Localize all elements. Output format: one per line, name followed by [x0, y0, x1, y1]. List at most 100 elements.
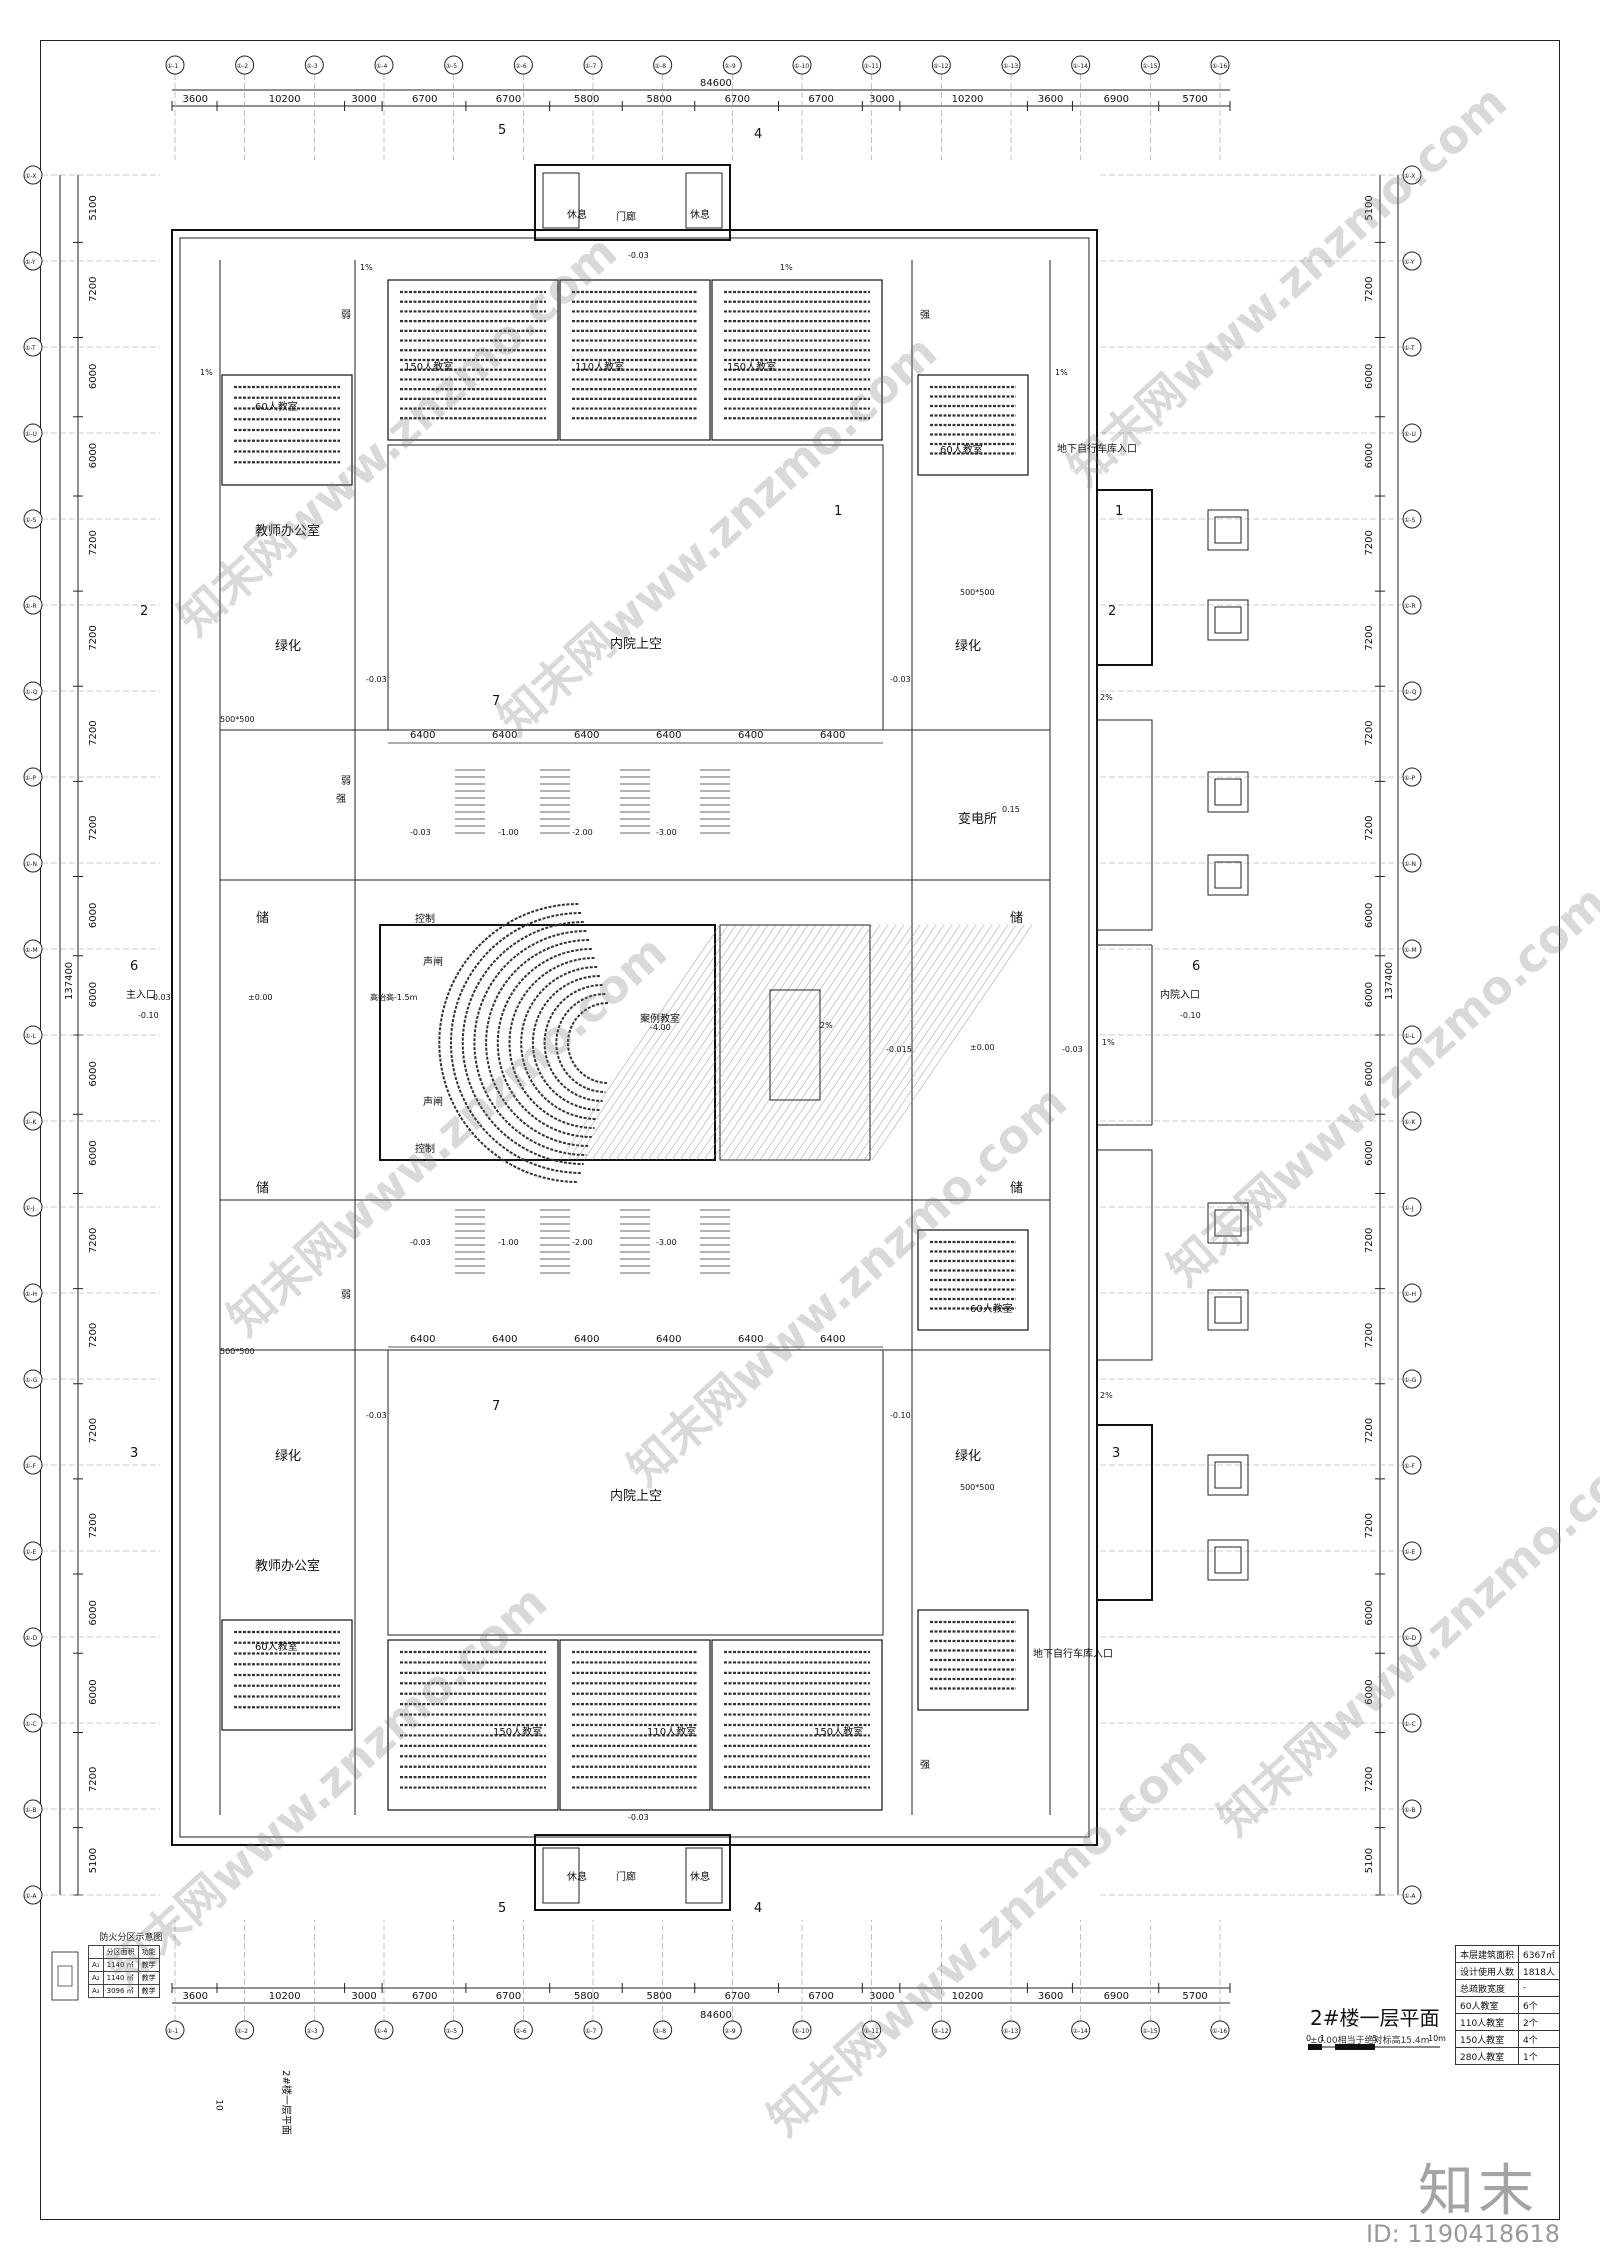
- grid-label: ①-G: [25, 1377, 38, 1384]
- vdim-seg-6: 7200: [88, 720, 99, 745]
- vdim-seg-8: 6000: [88, 903, 99, 928]
- dim-seg-9: 3000: [869, 1991, 894, 2002]
- total-width-top: 84600: [700, 78, 732, 89]
- dim-seg-12: 6900: [1104, 94, 1129, 105]
- sheet-border: [40, 40, 1560, 2220]
- courtyard-void-n: 内院上空: [610, 636, 662, 652]
- stats-label: 60人教室: [1454, 1996, 1520, 2014]
- grid-label: ①-B: [1404, 1807, 1415, 1814]
- vdim-seg-17: 6000: [1364, 1679, 1375, 1704]
- control-n: 控制: [415, 912, 435, 925]
- grid-bubble: [1001, 55, 1021, 75]
- grid-bubble: [1071, 55, 1091, 75]
- grid-bubble: [444, 55, 464, 75]
- substation-level: 0.15: [1002, 805, 1020, 814]
- court-dim-4: 6400: [738, 1334, 763, 1345]
- storage-nw: 储: [256, 911, 269, 926]
- classroom-110-s: 110人教室: [647, 1725, 696, 1738]
- vdim-seg-15: 7200: [1364, 1513, 1375, 1538]
- section-mark-6b: 6: [1192, 959, 1200, 974]
- grid-bubble: [23, 423, 43, 443]
- greening-nw: 绿化: [275, 639, 301, 654]
- level-w-green-s: -0.03: [366, 1411, 387, 1420]
- dim-seg-1: 10200: [269, 94, 301, 105]
- grid-label: ①-6: [515, 63, 527, 70]
- grid-label: ①-4: [376, 63, 388, 70]
- grid-bubble: [1402, 767, 1422, 787]
- storage-ne: 储: [1010, 911, 1023, 926]
- vdim-seg-10: 6000: [1364, 1061, 1375, 1086]
- grid-bubble: [235, 55, 255, 75]
- grid-bubble: [23, 1799, 43, 1819]
- grid-label: ①-E: [25, 1549, 37, 1556]
- grid-bubble: [23, 337, 43, 357]
- dim-seg-0: 3600: [183, 1991, 208, 2002]
- dim-seg-5: 5800: [574, 94, 599, 105]
- dim-seg-8: 6700: [808, 1991, 833, 2002]
- stats-label: 110人教室: [1454, 2013, 1520, 2031]
- grid-bubble: [1402, 337, 1422, 357]
- grid-label: ①-U: [25, 431, 37, 438]
- vdim-seg-7: 7200: [1364, 815, 1375, 840]
- fire-header: [88, 1945, 104, 1959]
- top-dimension-line: 84600: [172, 78, 1230, 107]
- vdim-seg-17: 6000: [88, 1679, 99, 1704]
- grid-label: ①-M: [25, 947, 38, 954]
- section-mark-1a: 1: [834, 504, 842, 519]
- section-mark-2b: 2: [1108, 604, 1116, 619]
- room-labels: 休息 门廊 休息 休息 门廊 休息 教师办公室 教师办公室 绿化 绿化 绿化 绿…: [126, 208, 1200, 1883]
- bike-entrance-n: 地下自行车库入口: [1057, 442, 1137, 455]
- classroom-60-nw: 60人教室: [255, 400, 298, 413]
- grid-label: ①-H: [1404, 1291, 1416, 1298]
- courtyard-void-s: 内院上空: [610, 1488, 662, 1504]
- vdim-seg-14: 7200: [88, 1418, 99, 1443]
- grid-bubble: [1402, 165, 1422, 185]
- vdim-seg-0: 5100: [1364, 195, 1375, 220]
- grid-bubble: [23, 1885, 43, 1905]
- grid-bubble: [23, 1455, 43, 1475]
- classroom-150-n2: 150人教室: [727, 360, 776, 373]
- shaft-se: 500*500: [960, 1483, 995, 1492]
- slope-7: 2%: [820, 1021, 833, 1030]
- grid-bubble: [513, 2020, 533, 2040]
- rest-right-label-s: 休息: [690, 1870, 710, 1883]
- grid-label: ①-8: [655, 2028, 667, 2035]
- section-mark-7a: 7: [492, 694, 500, 709]
- sound-lock-s: 声闸: [423, 1095, 443, 1108]
- level-e-lobby2: -0.03: [1062, 1045, 1083, 1054]
- court-dim-5: 6400: [820, 730, 845, 741]
- scale-0: 0: [1306, 2034, 1311, 2043]
- grid-label: ①-T: [25, 345, 36, 352]
- grid-label: ①-X: [25, 173, 36, 180]
- grid-bubble: [722, 55, 742, 75]
- dim-seg-7: 6700: [725, 94, 750, 105]
- vdim-seg-7: 7200: [88, 815, 99, 840]
- grid-label: ①-9: [724, 2028, 736, 2035]
- grid-label: ①-13: [1003, 63, 1018, 70]
- grid-label: ①-12: [933, 2028, 948, 2035]
- section-mark-4s: 4: [754, 1901, 762, 1916]
- vdim-seg-0: 5100: [88, 195, 99, 220]
- grid-bubble: [23, 1025, 43, 1045]
- greening-sw: 绿化: [275, 1449, 301, 1464]
- storage-sw: 储: [256, 1181, 269, 1196]
- grid-label: ①-S: [25, 517, 37, 524]
- grid-bubble: [1402, 1799, 1422, 1819]
- grid-bubble: [23, 1541, 43, 1561]
- slope-3: 1%: [780, 263, 793, 272]
- dim-seg-2: 3000: [351, 94, 376, 105]
- grid-label: ①-A: [25, 1893, 37, 1900]
- grid-label: ①-11: [864, 2028, 879, 2035]
- grid-label: ①-7: [585, 63, 597, 70]
- stats-value: 1个: [1518, 2047, 1560, 2065]
- dim-seg-11: 3600: [1038, 94, 1063, 105]
- strong-current-nw: 强: [336, 793, 346, 805]
- court-dim-4: 6400: [738, 730, 763, 741]
- stats-value: -: [1518, 1979, 1560, 1997]
- vdim-seg-3: 6000: [1364, 443, 1375, 468]
- grid-bubble: [1402, 251, 1422, 271]
